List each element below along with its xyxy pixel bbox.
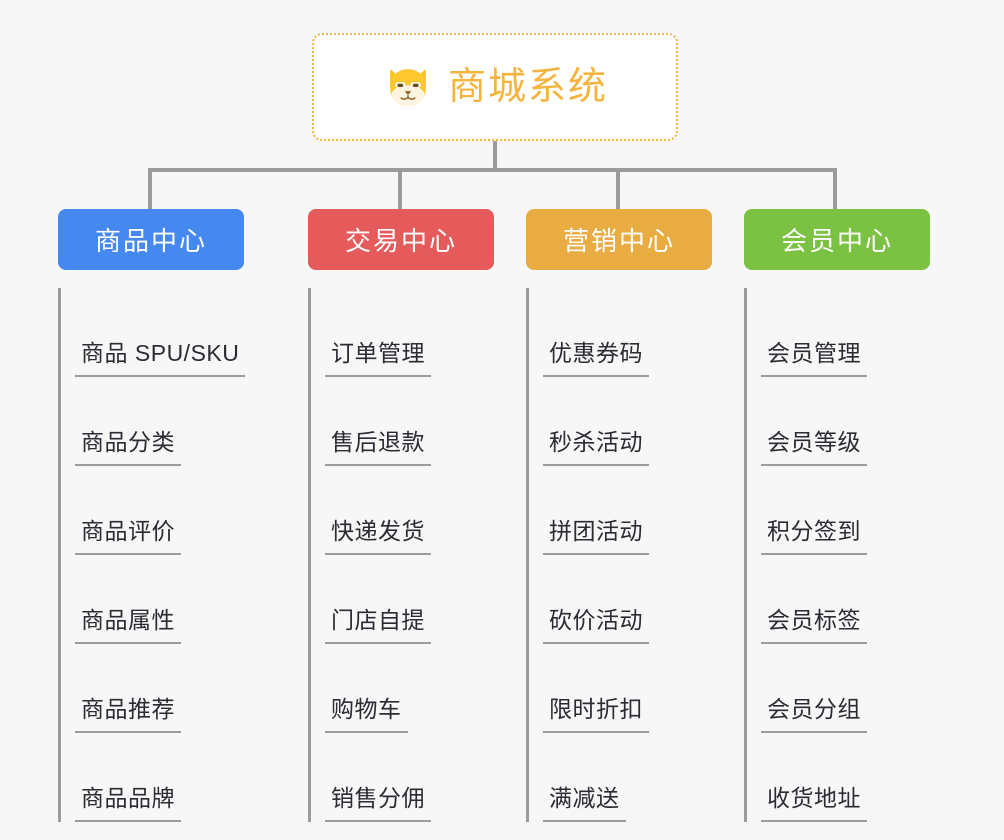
list-item[interactable]: 商品属性 xyxy=(75,555,244,644)
column-product-center: 商品中心 商品 SPU/SKU 商品分类 商品评价 商品属性 商品推荐 商品品牌 xyxy=(58,209,246,822)
list-item[interactable]: 砍价活动 xyxy=(543,555,712,644)
connector-drop-4 xyxy=(833,168,837,211)
list-item[interactable]: 商品评价 xyxy=(75,466,244,555)
column-marketing-center: 营销中心 优惠券码 秒杀活动 拼团活动 砍价活动 限时折扣 满减送 xyxy=(526,209,712,822)
list-item[interactable]: 门店自提 xyxy=(325,555,494,644)
leaf-label: 门店自提 xyxy=(325,609,431,644)
list-item[interactable]: 满减送 xyxy=(543,733,712,822)
leaf-list-marketing-center: 优惠券码 秒杀活动 拼团活动 砍价活动 限时折扣 满减送 xyxy=(526,288,712,822)
list-item[interactable]: 售后退款 xyxy=(325,377,494,466)
category-label: 会员中心 xyxy=(780,226,893,256)
leaf-label: 会员分组 xyxy=(761,698,867,733)
list-item[interactable]: 快递发货 xyxy=(325,466,494,555)
category-header-member-center[interactable]: 会员中心 xyxy=(744,209,930,270)
leaf-label: 购物车 xyxy=(325,698,408,733)
column-member-center: 会员中心 会员管理 会员等级 积分签到 会员标签 会员分组 收货地址 xyxy=(744,209,930,822)
leaf-label: 商品评价 xyxy=(75,520,181,555)
list-item[interactable]: 秒杀活动 xyxy=(543,377,712,466)
leaf-label: 商品分类 xyxy=(75,431,181,466)
list-item[interactable]: 销售分佣 xyxy=(325,733,494,822)
leaf-list-product-center: 商品 SPU/SKU 商品分类 商品评价 商品属性 商品推荐 商品品牌 xyxy=(58,288,246,822)
connector-drop-1 xyxy=(148,168,152,211)
leaf-label: 商品属性 xyxy=(75,609,181,644)
list-item[interactable]: 商品推荐 xyxy=(75,644,244,733)
leaf-label: 限时折扣 xyxy=(543,698,649,733)
leaf-label: 会员管理 xyxy=(761,342,867,377)
list-item[interactable]: 会员管理 xyxy=(761,288,930,377)
connector-root-stem xyxy=(493,141,497,171)
connector-drop-2 xyxy=(398,168,402,211)
list-item[interactable]: 优惠券码 xyxy=(543,288,712,377)
leaf-list-member-center: 会员管理 会员等级 积分签到 会员标签 会员分组 收货地址 xyxy=(744,288,930,822)
category-header-trade-center[interactable]: 交易中心 xyxy=(308,209,494,270)
leaf-label: 会员标签 xyxy=(761,609,867,644)
list-item[interactable]: 商品 SPU/SKU xyxy=(75,288,246,377)
list-item[interactable]: 限时折扣 xyxy=(543,644,712,733)
leaf-label: 商品品牌 xyxy=(75,787,181,822)
leaf-label: 满减送 xyxy=(543,787,626,822)
list-item[interactable]: 商品品牌 xyxy=(75,733,244,822)
category-label: 商品中心 xyxy=(94,226,207,256)
list-item[interactable]: 会员等级 xyxy=(761,377,930,466)
leaf-label: 积分签到 xyxy=(761,520,867,555)
leaf-label: 会员等级 xyxy=(761,431,867,466)
root-title: 商城系统 xyxy=(447,66,608,108)
leaf-label: 秒杀活动 xyxy=(543,431,649,466)
list-item[interactable]: 商品分类 xyxy=(75,377,244,466)
connector-drop-3 xyxy=(616,168,620,211)
leaf-label: 快递发货 xyxy=(325,520,431,555)
connector-horizontal-bar xyxy=(148,168,837,172)
root-node[interactable]: 商城系统 xyxy=(312,33,678,141)
list-item[interactable]: 会员标签 xyxy=(761,555,930,644)
leaf-label: 商品推荐 xyxy=(75,698,181,733)
list-item[interactable]: 积分签到 xyxy=(761,466,930,555)
leaf-label: 销售分佣 xyxy=(325,787,431,822)
shiba-dog-face-icon xyxy=(390,69,426,107)
leaf-list-trade-center: 订单管理 售后退款 快递发货 门店自提 购物车 销售分佣 xyxy=(308,288,494,822)
category-header-marketing-center[interactable]: 营销中心 xyxy=(526,209,712,270)
leaf-label: 砍价活动 xyxy=(543,609,649,644)
category-label: 营销中心 xyxy=(562,226,675,256)
list-item[interactable]: 收货地址 xyxy=(761,733,930,822)
category-label: 交易中心 xyxy=(344,226,457,256)
leaf-label: 商品 SPU/SKU xyxy=(75,342,246,377)
category-header-product-center[interactable]: 商品中心 xyxy=(58,209,244,270)
leaf-label: 订单管理 xyxy=(325,342,431,377)
column-trade-center: 交易中心 订单管理 售后退款 快递发货 门店自提 购物车 销售分佣 xyxy=(308,209,494,822)
list-item[interactable]: 订单管理 xyxy=(325,288,494,377)
leaf-label: 收货地址 xyxy=(761,787,867,822)
leaf-label: 售后退款 xyxy=(325,431,431,466)
leaf-label: 优惠券码 xyxy=(543,342,649,377)
leaf-label: 拼团活动 xyxy=(543,520,649,555)
list-item[interactable]: 拼团活动 xyxy=(543,466,712,555)
list-item[interactable]: 购物车 xyxy=(325,644,494,733)
list-item[interactable]: 会员分组 xyxy=(761,644,930,733)
